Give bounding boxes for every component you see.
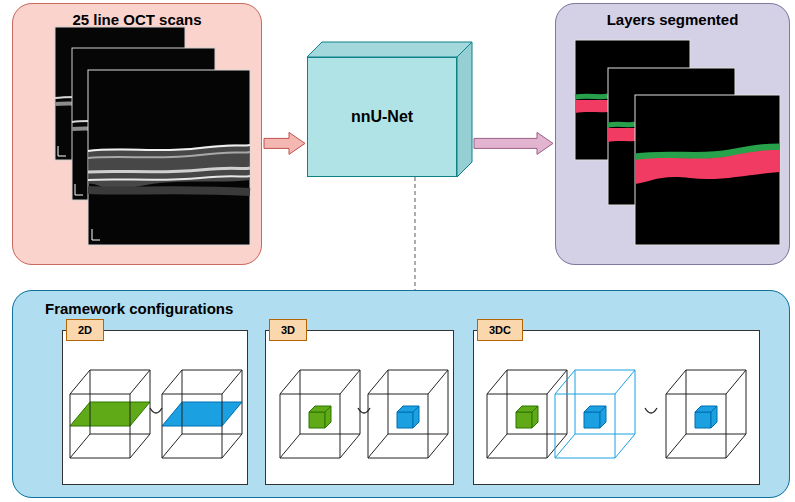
panel-title: Framework configurations [45, 300, 789, 317]
join-symbol [358, 408, 370, 413]
flow-arrow [474, 132, 553, 154]
flow-arrow [264, 132, 305, 154]
oct-retina-band [88, 144, 250, 189]
config-tag: 2D [66, 319, 104, 341]
config-box: 2D [62, 330, 248, 485]
panel-title: Layers segmented [556, 11, 789, 28]
join-symbol [150, 408, 162, 413]
network-box: nnU-Net [307, 57, 457, 177]
volume-cube [162, 370, 242, 458]
oct-retina-line [88, 168, 250, 172]
output-panel: Layers segmented [555, 3, 790, 265]
input-panel: 25 line OCT scans [12, 3, 262, 265]
config-box-fill [62, 330, 248, 485]
oct-scan [88, 70, 250, 245]
oct-choroid [88, 190, 250, 192]
patch-cube [584, 406, 606, 428]
network-front-face [307, 57, 457, 177]
volume-cube [666, 370, 746, 458]
layer-red [635, 150, 780, 184]
volume-cube [70, 370, 150, 458]
slice-plane [70, 402, 150, 426]
segmentation-map [635, 95, 780, 245]
config-panel: Framework configurations2D3D3DC [12, 290, 790, 498]
dashed-link [414, 177, 415, 290]
scale-bar [92, 229, 100, 240]
layer-green [608, 124, 635, 125]
volume-cube-lowres [555, 370, 635, 458]
scale-bar [58, 146, 66, 156]
volume-cube [280, 370, 360, 458]
output-panel-fill [555, 3, 790, 265]
volume-cube [368, 370, 448, 458]
patch-cube [397, 406, 419, 428]
layer-green [575, 96, 608, 97]
join-symbol [645, 408, 657, 413]
oct-retina-line [88, 145, 250, 151]
input-panel-fill [12, 3, 262, 265]
config-box: 3DC [473, 330, 760, 485]
patch-cube [309, 406, 331, 428]
slice-plane [162, 402, 242, 426]
network-side-face [457, 42, 472, 177]
segmentation-stack [575, 40, 780, 245]
network-top-face [307, 42, 472, 57]
layer-red [575, 100, 608, 113]
config-box-fill [265, 330, 454, 485]
panel-title: 25 line OCT scans [13, 11, 261, 28]
patch-cube [516, 406, 538, 428]
config-panel-fill [12, 290, 790, 498]
scale-bar [75, 184, 83, 195]
oct-retina-line [88, 176, 250, 180]
oct-retina-line [88, 152, 250, 158]
config-tag: 3D [269, 319, 307, 341]
oct-scan-stack [55, 27, 250, 245]
network-label: nnU-Net [351, 108, 413, 126]
config-box: 3D [265, 330, 454, 485]
patch-cube [695, 406, 717, 428]
layer-red [608, 128, 635, 142]
config-tag: 3DC [477, 319, 523, 341]
config-box-fill [473, 330, 760, 485]
